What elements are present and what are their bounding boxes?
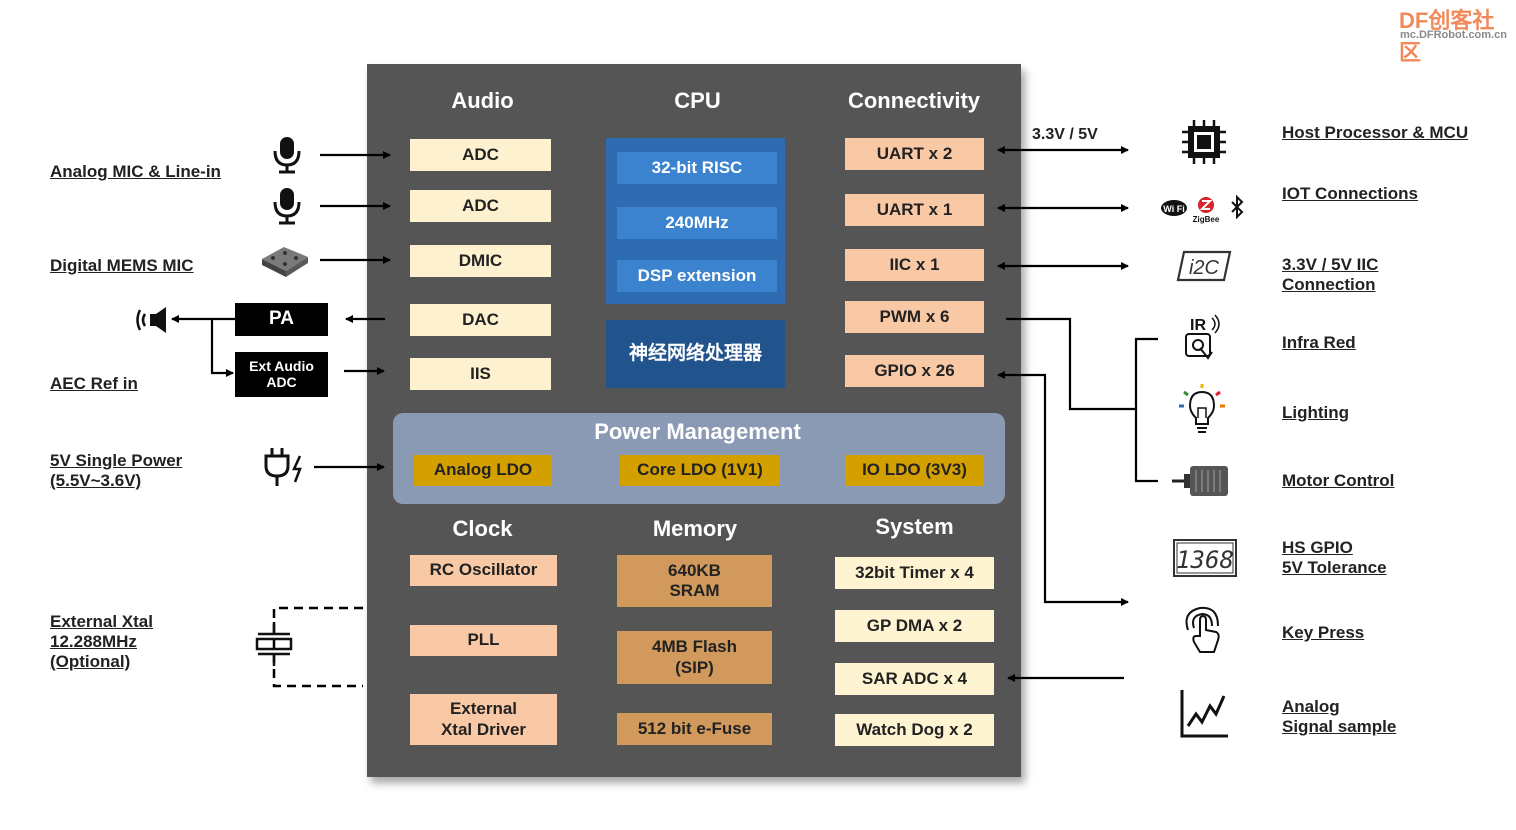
label-analog: Analog Signal sample <box>1282 697 1397 736</box>
conn-uart-2: UART x 2 <box>845 138 984 170</box>
label-power: 5V Single Power (5.5V~3.6V) <box>50 451 183 490</box>
light-bulb-icon <box>1179 384 1225 433</box>
mems-mic-chip-icon <box>262 247 308 277</box>
section-audio-title: Audio <box>451 88 514 113</box>
conn-iic: IIC x 1 <box>845 249 984 281</box>
label-iic: 3.3V / 5V IIC Connection <box>1282 255 1379 294</box>
conn-uart-1: UART x 1 <box>845 194 984 226</box>
cpu-frequency: 240MHz <box>617 207 777 239</box>
power-plug-icon <box>264 448 302 486</box>
microphone-icon <box>273 188 301 225</box>
section-connectivity-title: Connectivity <box>847 88 981 113</box>
label-analog-mic: Analog MIC & Line-in <box>50 162 221 181</box>
digital-display-icon: 1368 <box>1173 539 1237 577</box>
ldo-io: IO LDO (3V3) <box>845 455 984 486</box>
display-counter-text: 1368 <box>1176 546 1234 574</box>
section-memory-title: Memory <box>652 516 738 541</box>
audio-iis: IIS <box>410 358 551 390</box>
system-timer: 32bit Timer x 4 <box>835 557 994 589</box>
label-aec-ref: AEC Ref in <box>50 374 138 393</box>
zigbee-icon-text: ZigBee <box>1193 215 1220 224</box>
processor-chip-icon <box>1182 120 1226 164</box>
ir-icon-text: IR <box>1190 317 1206 334</box>
i2c-icon-text: i2C <box>1189 257 1220 279</box>
clock-pll: PLL <box>410 625 557 656</box>
i2c-icon: i2C <box>1176 250 1232 282</box>
ldo-core: Core LDO (1V1) <box>620 455 780 486</box>
crystal-oscillator-icon <box>255 622 293 666</box>
signal-chart-icon <box>1180 690 1228 738</box>
pa-block: PA <box>235 303 328 336</box>
label-digital-mic: Digital MEMS MIC <box>50 256 194 275</box>
cpu-risc: 32-bit RISC <box>617 152 777 184</box>
audio-dmic: DMIC <box>410 245 551 277</box>
label-ir: Infra Red <box>1282 333 1356 352</box>
clock-external-xtal-driver: External Xtal Driver <box>410 694 557 745</box>
label-xtal: External Xtal 12.288MHz (Optional) <box>50 612 153 671</box>
npu-block: 神经网络处理器 <box>606 320 785 388</box>
memory-sram: 640KB SRAM <box>617 555 772 607</box>
label-key: Key Press <box>1282 623 1365 642</box>
audio-adc-1: ADC <box>410 139 551 171</box>
label-lighting: Lighting <box>1282 403 1350 422</box>
label-motor: Motor Control <box>1282 471 1395 490</box>
watermark-url: mc.DFRobot.com.cn <box>1400 29 1507 41</box>
wifi-icon-text: Wi Fi <box>1163 204 1184 214</box>
motor-icon <box>1172 466 1228 496</box>
touch-press-icon <box>1185 606 1220 653</box>
infrared-sensor-icon: IR <box>1185 314 1220 360</box>
audio-adc-2: ADC <box>410 190 551 222</box>
voltage-label: 3.3V / 5V <box>1032 126 1098 143</box>
ext-audio-adc-block: Ext Audio ADC <box>235 352 328 397</box>
conn-pwm: PWM x 6 <box>845 301 984 333</box>
system-watchdog: Watch Dog x 2 <box>835 714 994 746</box>
label-hsgpio: HS GPIO 5V Tolerance <box>1282 538 1387 577</box>
section-system-title: System <box>875 514 954 539</box>
conn-gpio: GPIO x 26 <box>845 355 984 387</box>
label-iot: IOT Connections <box>1282 184 1418 203</box>
section-power-title: Power Management <box>594 419 801 444</box>
system-dma: GP DMA x 2 <box>835 610 994 642</box>
ldo-analog: Analog LDO <box>414 455 552 486</box>
memory-efuse: 512 bit e-Fuse <box>617 713 772 745</box>
watermark-brand: DF创客社区 <box>1399 8 1495 65</box>
section-clock-title: Clock <box>452 516 513 541</box>
system-sar-adc: SAR ADC x 4 <box>835 663 994 695</box>
wireless-connections-icon: Wi Fi ZigBee <box>1161 194 1244 224</box>
microphone-icon <box>273 137 301 174</box>
clock-rc-oscillator: RC Oscillator <box>410 555 557 586</box>
section-cpu-title: CPU <box>674 88 721 113</box>
cpu-dsp: DSP extension <box>617 260 777 292</box>
speaker-icon <box>136 307 166 333</box>
audio-dac: DAC <box>410 304 551 336</box>
label-host: Host Processor & MCU <box>1282 123 1469 142</box>
memory-flash: 4MB Flash (SIP) <box>617 631 772 684</box>
